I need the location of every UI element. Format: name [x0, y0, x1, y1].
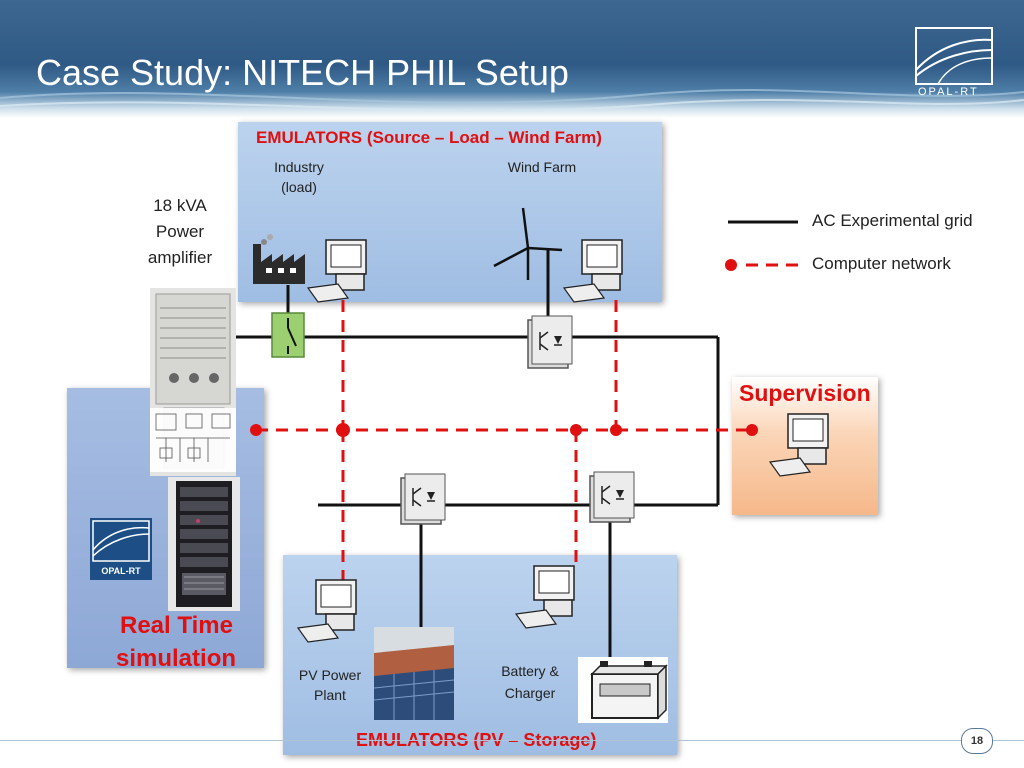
- realtime-label-line2: simulation: [116, 645, 237, 672]
- computer-icon-supervision: [768, 413, 829, 477]
- opal-rt-logo-icon-small: [90, 518, 152, 580]
- circuit-schematic-image: [150, 408, 236, 472]
- opal-rt-logo-text: OPAL-RT: [918, 86, 979, 98]
- footer-divider: [0, 740, 1024, 741]
- page-number: 18: [961, 728, 993, 754]
- pv-label-line1: PV Power: [298, 667, 362, 683]
- slide-title: Case Study: NITECH PHIL Setup: [36, 52, 569, 93]
- real-time-simulator-rack-photo: [168, 477, 240, 611]
- legend-network-dot: [725, 259, 737, 271]
- battery-converter-icon: [589, 471, 635, 523]
- legend-network-label: Computer network: [812, 254, 951, 273]
- battery-label-line2: Charger: [504, 685, 556, 701]
- industry-label-line2: (load): [281, 179, 317, 195]
- amplifier-label-line2: Power: [155, 222, 205, 241]
- computer-icon-pv: [296, 579, 357, 643]
- network-node-wind: [610, 424, 622, 436]
- wind-turbine-icon: [493, 207, 563, 280]
- supervision-title: Supervision: [739, 380, 871, 406]
- network-node-battery: [570, 424, 582, 436]
- wind-converter-icon: [527, 315, 573, 369]
- realtime-label-line1: Real Time: [120, 612, 233, 639]
- header-wave-decoration: [0, 89, 1024, 112]
- amplifier-label-line3: amplifier: [147, 248, 213, 267]
- industry-label-line1: Industry: [274, 159, 324, 175]
- breaker-switch-icon: [271, 312, 305, 358]
- network-node-realtime: [250, 424, 262, 436]
- legend-ac-grid-label: AC Experimental grid: [812, 211, 973, 230]
- emulators-top-title: EMULATORS (Source – Load – Wind Farm): [256, 128, 602, 147]
- opal-rt-logo-small-text: OPAL-RT: [101, 566, 141, 576]
- battery-icon: [578, 657, 668, 723]
- wind-farm-label: Wind Farm: [507, 159, 577, 175]
- slide-header: [0, 0, 1024, 118]
- factory-icon: [253, 234, 305, 284]
- pv-plant-photo: [373, 627, 455, 720]
- computer-icon-battery: [514, 565, 575, 629]
- pv-label-line2: Plant: [314, 687, 346, 703]
- pv-converter-icon: [400, 473, 446, 525]
- network-node-industry: [336, 423, 350, 437]
- computer-icon-industry: [306, 239, 367, 303]
- computer-icon-wind: [562, 239, 623, 303]
- opal-rt-logo-icon: [915, 27, 993, 85]
- battery-label-line1: Battery &: [501, 663, 559, 679]
- network-node-supervision: [746, 424, 758, 436]
- amplifier-label-line1: 18 kVA: [153, 196, 207, 215]
